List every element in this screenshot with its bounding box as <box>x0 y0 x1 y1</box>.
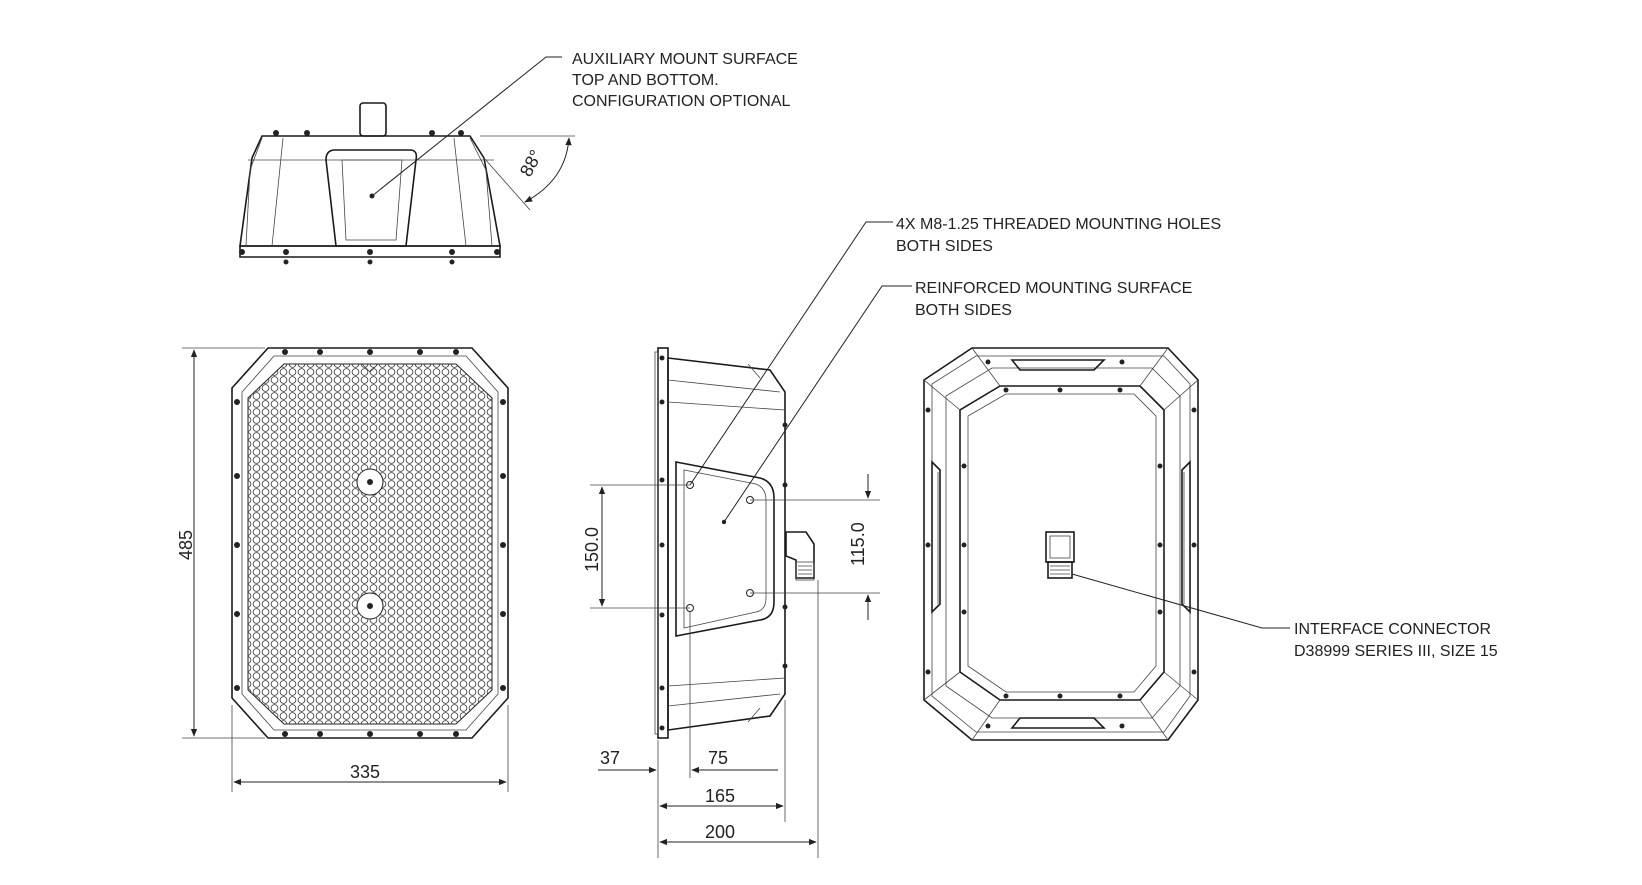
callout-line: AUXILIARY MOUNT SURFACE <box>572 51 798 68</box>
dimension-front-height: 485 <box>176 530 196 560</box>
callout-line: CONFIGURATION OPTIONAL <box>572 93 790 110</box>
callout-interface-connector: INTERFACE CONNECTOR D38999 SERIES III, S… <box>1294 621 1498 660</box>
front-view-bolts <box>234 349 506 737</box>
callout-line: BOTH SIDES <box>915 302 1012 319</box>
top-view-bolts <box>239 130 500 265</box>
callout-mounting-holes: 4X M8-1.25 THREADED MOUNTING HOLES BOTH … <box>896 216 1221 255</box>
auxiliary-mount-pocket <box>325 149 418 247</box>
side-view-bolts <box>659 355 788 731</box>
dimension-hole-offset: 75 <box>708 748 728 768</box>
auxiliary-mount-boss <box>359 102 387 137</box>
callout-line: D38999 SERIES III, SIZE 15 <box>1294 643 1498 660</box>
rear-view <box>923 347 1290 741</box>
rear-view-bolts <box>925 359 1197 729</box>
callout-line: REINFORCED MOUNTING SURFACE <box>915 280 1192 297</box>
mounting-holes <box>686 481 754 612</box>
angle-dimension: 88° <box>516 146 546 179</box>
dimension-total-depth: 200 <box>705 822 735 842</box>
dimension-connector-spacing: 115.0 <box>848 522 868 566</box>
interface-connector <box>1045 531 1075 579</box>
callout-line: 4X M8-1.25 THREADED MOUNTING HOLES <box>896 216 1221 233</box>
dimension-front-width: 335 <box>350 762 380 782</box>
callout-reinforced-surface: REINFORCED MOUNTING SURFACE BOTH SIDES <box>915 280 1192 319</box>
callout-line: TOP AND BOTTOM. <box>572 72 719 89</box>
front-view: 485 335 <box>176 347 509 792</box>
dimension-hole-spacing: 150.0 <box>582 527 602 572</box>
radome-hex-pattern <box>247 363 493 725</box>
dimension-body-depth: 165 <box>705 786 735 806</box>
side-view: 150.0 115.0 37 75 165 200 <box>582 221 912 858</box>
reinforced-mounting-surface <box>675 461 775 637</box>
top-view: 88° <box>239 56 575 265</box>
side-connector <box>785 531 815 579</box>
dimension-flange: 37 <box>600 748 620 768</box>
callout-auxiliary-mount: AUXILIARY MOUNT SURFACE TOP AND BOTTOM. … <box>572 51 798 110</box>
callout-line: INTERFACE CONNECTOR <box>1294 621 1491 638</box>
callout-line: BOTH SIDES <box>896 238 993 255</box>
